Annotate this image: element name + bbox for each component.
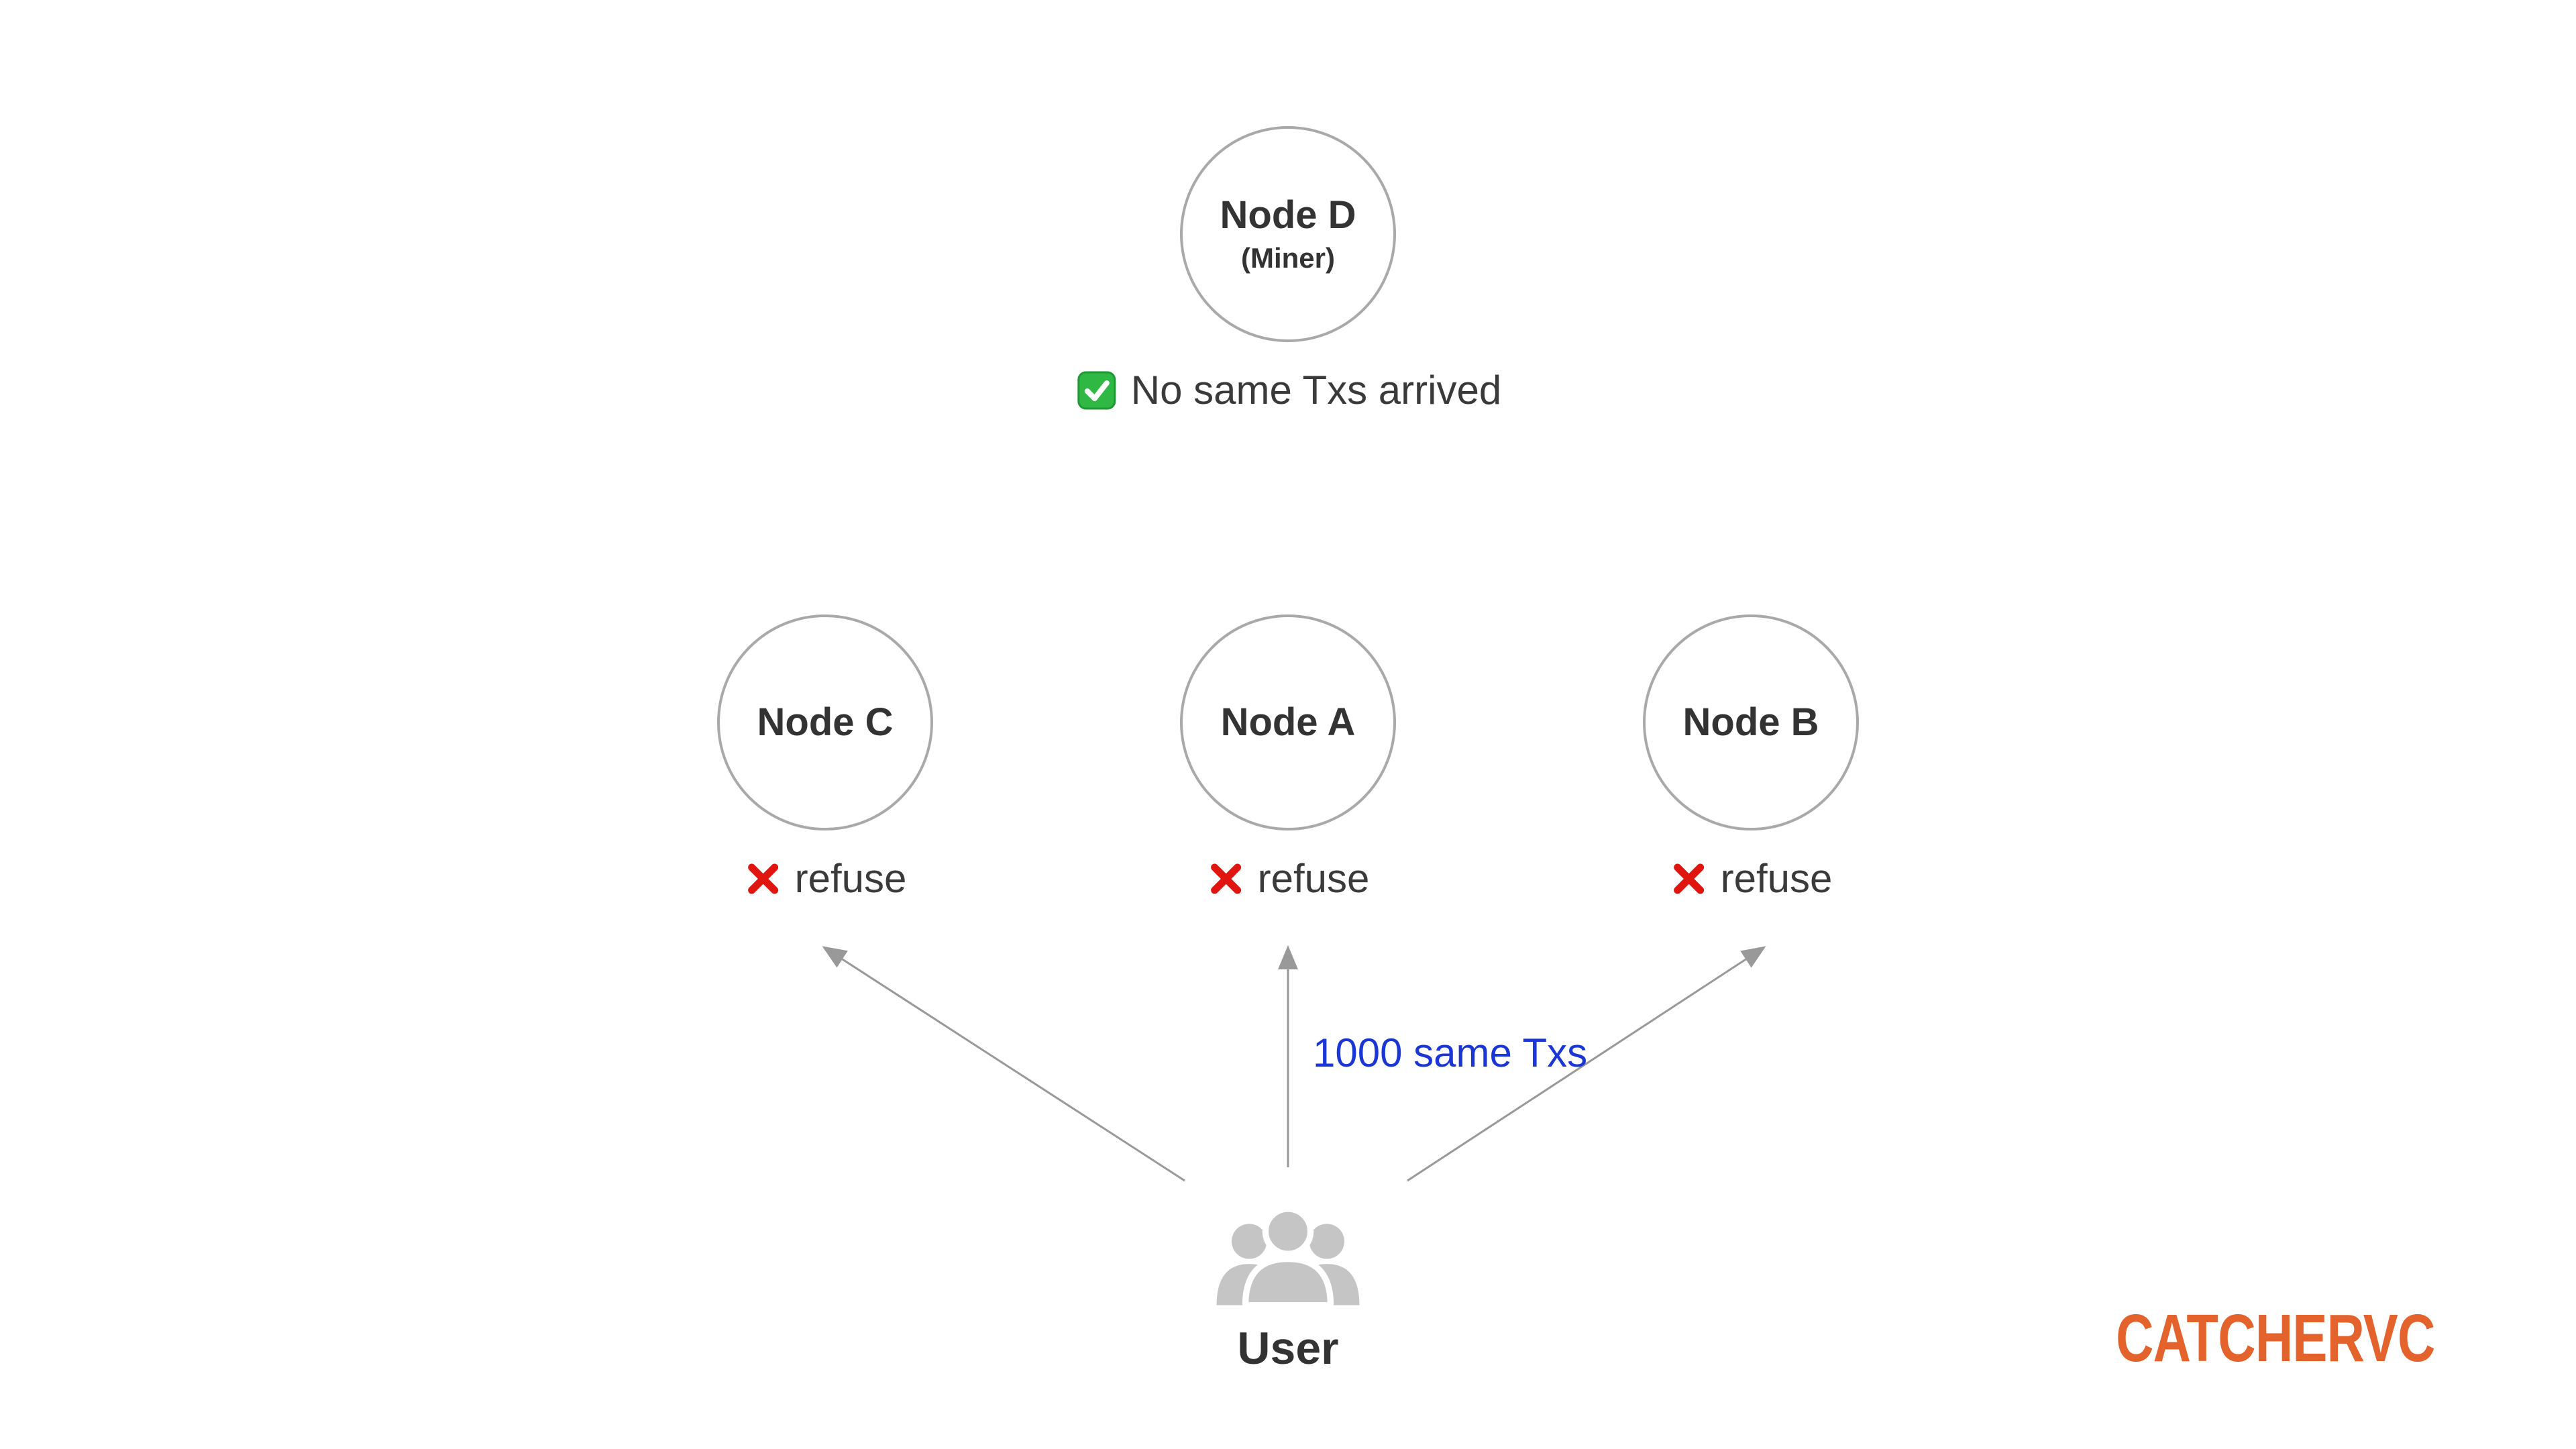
cross-icon <box>1672 862 1706 896</box>
miner-status-row: No same Txs arrived <box>1077 370 1501 411</box>
node-a-circle: Node A <box>1180 614 1396 830</box>
user-label: User <box>1237 1323 1339 1374</box>
node-d-label: Node D <box>1220 193 1356 237</box>
node-a-label: Node A <box>1220 700 1356 744</box>
node-d-circle: Node D (Miner) <box>1180 126 1396 342</box>
arrow-user-to-node-b <box>1407 946 1766 1182</box>
node-c-label: Node C <box>757 700 894 744</box>
node-d-sublabel: (Miner) <box>1241 242 1335 274</box>
cross-icon <box>747 862 780 896</box>
node-a-refuse-row: refuse <box>1210 856 1370 901</box>
node-b-label: Node B <box>1682 700 1819 744</box>
catchervc-logo: CATCHERVC <box>2116 1301 2436 1376</box>
node-b-circle: Node B <box>1643 614 1859 830</box>
edge-label: 1000 same Txs <box>1313 1030 1588 1075</box>
users-group-icon <box>1216 1205 1360 1305</box>
node-c-refuse-row: refuse <box>747 856 907 901</box>
node-b-refuse-text: refuse <box>1720 856 1833 901</box>
node-b-refuse-row: refuse <box>1672 856 1833 901</box>
miner-status-text: No same Txs arrived <box>1130 368 1502 413</box>
check-icon <box>1077 371 1116 410</box>
node-c-circle: Node C <box>717 614 933 830</box>
node-a-refuse-text: refuse <box>1257 856 1370 901</box>
node-c-refuse-text: refuse <box>794 856 907 901</box>
arrow-user-to-node-c <box>822 946 1185 1182</box>
cross-icon <box>1210 862 1243 896</box>
